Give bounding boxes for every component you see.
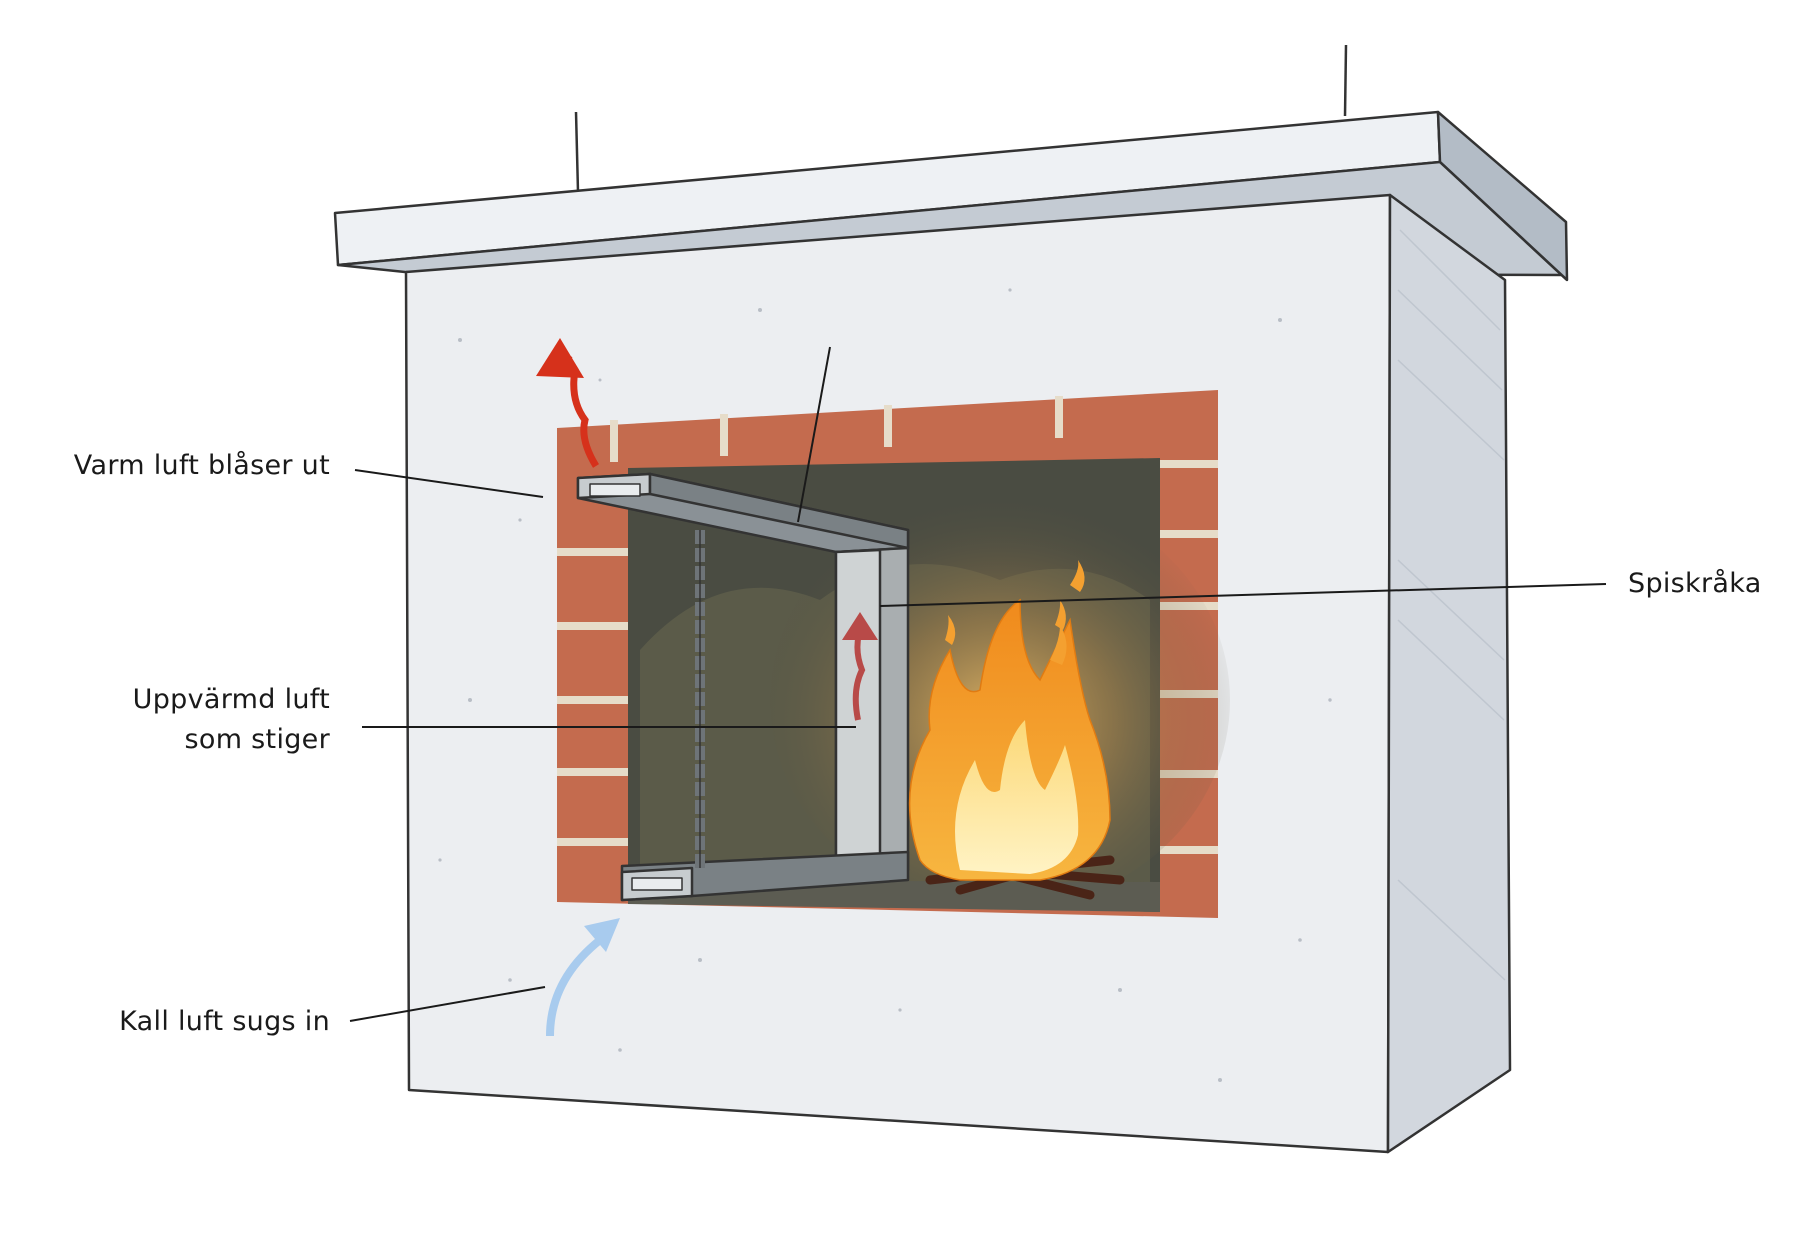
- wall-speckles: [438, 288, 1332, 1082]
- warm-air-out-arrow: [536, 338, 600, 468]
- flames: [908, 560, 1111, 881]
- rising-air-arrow: [842, 612, 878, 721]
- label-heated-air-rising-line2: som stiger: [184, 724, 330, 755]
- label-cold-air-in: Kall luft sugs in: [119, 1006, 330, 1037]
- label-damper: Spiskråka: [1628, 568, 1762, 599]
- wall-side-hatching: [1397, 229, 1506, 981]
- cold-air-in-arrow: [546, 918, 620, 1037]
- label-heated-air-rising-line1: Uppvärmd luft: [132, 684, 330, 715]
- label-heated-air-rising: Uppvärmd luft som stiger: [40, 680, 330, 760]
- hanging-rods: [574, 44, 1348, 193]
- label-warm-air-out: Varm luft blåser ut: [73, 450, 330, 481]
- wall-side: [1386, 193, 1512, 1154]
- leader-lines: [349, 346, 1607, 1022]
